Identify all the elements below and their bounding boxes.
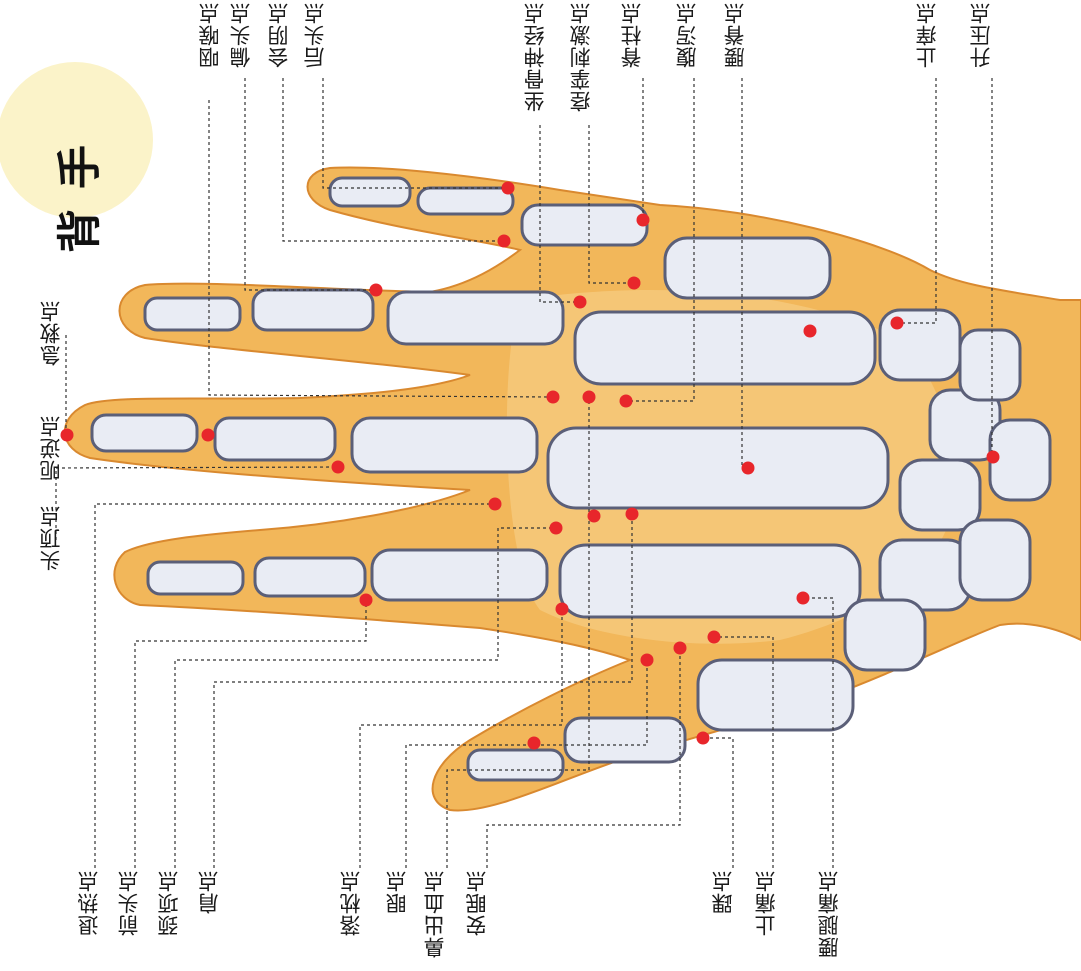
acupoint-dot: [489, 498, 502, 511]
label-huai: 踝点: [712, 870, 734, 914]
label-touding: 头顶点: [40, 505, 62, 571]
label-zhiyang: 止痒点: [916, 2, 938, 68]
acupoint-dot: [502, 182, 515, 195]
bone: [565, 718, 685, 762]
label-laozhen: 落枕点: [340, 870, 362, 936]
bone: [522, 205, 647, 245]
acupoint-dot: [742, 462, 755, 475]
acupoint-dot: [697, 732, 710, 745]
bone: [665, 238, 830, 298]
label-shengya: 升压点: [970, 2, 992, 68]
bone: [388, 292, 563, 344]
bone: [372, 550, 547, 600]
label-qiantou: 前头点: [118, 870, 140, 936]
acupoint-dot: [556, 603, 569, 616]
acupoint-dot: [528, 737, 541, 750]
bone: [845, 600, 925, 670]
label-jijiu: 急救点: [40, 300, 62, 366]
label-piantou: 偏头点: [230, 2, 252, 68]
label-jizhu: 脊柱点: [621, 2, 643, 68]
bone: [148, 562, 243, 594]
label-eni: 呃逆点: [40, 415, 62, 481]
acupoint-dot: [360, 594, 373, 607]
bone: [575, 312, 875, 384]
label-yaotuitong: 腰腿痛点: [818, 870, 840, 958]
label-jian: 肩点: [198, 870, 220, 914]
bone: [253, 290, 373, 330]
acupoint-dot: [708, 631, 721, 644]
bone: [468, 750, 563, 780]
bone: [548, 428, 888, 508]
bone: [352, 418, 537, 472]
label-fuxie: 腹泻点: [676, 2, 698, 68]
acupoint-dot: [498, 235, 511, 248]
acupoint-dot: [641, 654, 654, 667]
acupoint-dot: [674, 642, 687, 655]
label-yanhou: 咽喉点: [199, 2, 221, 68]
acupoint-dot: [332, 461, 345, 474]
label-yan: 眼点: [386, 870, 408, 914]
label-jingluan: 痉挛刺激点: [570, 2, 592, 112]
bone: [698, 660, 853, 730]
label-houtou: 后头点: [304, 2, 326, 68]
label-tuire: 退热点: [78, 870, 100, 936]
acupoint-dot: [370, 284, 383, 297]
acupoint-dot: [620, 395, 633, 408]
acupoint-dot: [628, 277, 641, 290]
acupoint-dot: [547, 391, 560, 404]
label-anmian: 安眠点: [466, 870, 488, 936]
acupoint-dot: [797, 592, 810, 605]
bone: [900, 460, 980, 530]
bone: [960, 330, 1020, 400]
label-zuogu: 坐骨神经点: [524, 2, 546, 112]
bone: [560, 545, 860, 617]
bone: [255, 558, 365, 596]
acupoint-dot: [891, 317, 904, 330]
label-huiyin: 会阴点: [268, 2, 290, 68]
acupoint-dot: [574, 296, 587, 309]
acupoint-dot: [637, 214, 650, 227]
title-area: 手背: [0, 60, 150, 230]
acupoint-dot: [583, 391, 596, 404]
acupoint-dot: [626, 508, 639, 521]
page-title: 手背: [56, 140, 108, 268]
leader-line: [703, 738, 733, 868]
bone: [145, 298, 240, 330]
acupoint-dot: [987, 451, 1000, 464]
label-yaoji: 腰脊点: [724, 2, 746, 68]
label-bichuxue: 鼻出血点: [424, 870, 446, 958]
bone: [330, 178, 410, 206]
bone: [960, 520, 1030, 600]
leader-line: [135, 600, 366, 868]
bone: [92, 415, 197, 451]
acupoint-dot: [588, 510, 601, 523]
bone: [990, 420, 1050, 500]
label-zhitong: 止痛点: [755, 870, 777, 936]
acupoint-dot: [550, 522, 563, 535]
acupoint-dot: [804, 325, 817, 338]
acupoint-dot: [202, 429, 215, 442]
bone: [418, 188, 513, 214]
label-jingxiang: 颈项点: [158, 870, 180, 936]
bone: [215, 418, 335, 460]
